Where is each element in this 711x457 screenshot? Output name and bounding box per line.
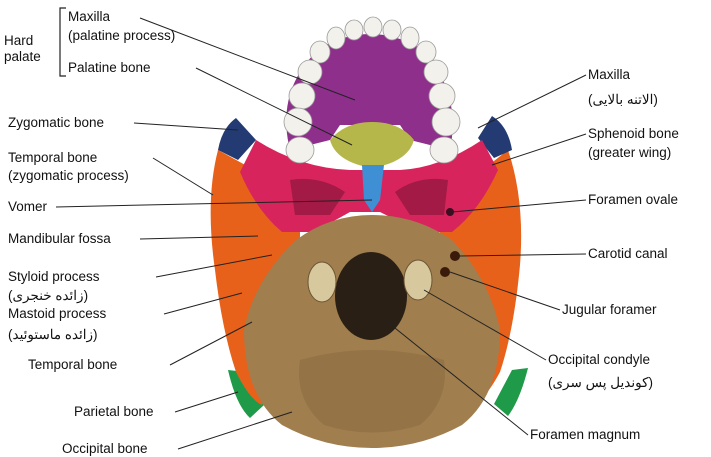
label-maxilla: Maxilla (588, 67, 630, 83)
label-temporal-zygomatic-process: (zygomatic process) (8, 168, 129, 184)
hard-palate-label-line1: Hard (4, 33, 33, 49)
carotid-canal-hole (450, 251, 460, 261)
label-occipital-condyle: Occipital condyle (548, 352, 650, 368)
foramen-magnum (335, 252, 407, 340)
label-foramen-magnum: Foramen magnum (530, 427, 640, 443)
label-temporal-bone: Temporal bone (28, 357, 117, 373)
hard-palate-bracket (60, 8, 66, 76)
occipital-condyle-left (308, 262, 336, 302)
label-vomer: Vomer (8, 199, 47, 215)
jugular-foramen-hole (440, 267, 450, 277)
label-mastoid-process: Mastoid process (8, 306, 106, 322)
occipital-shading (299, 350, 445, 433)
label-palatine-bone: Palatine bone (68, 60, 151, 76)
hard-palate-label-line2: palate (4, 49, 41, 65)
label-mandibular-fossa: Mandibular fossa (8, 231, 111, 247)
label-occipital-bone: Occipital bone (62, 441, 148, 457)
palatine-bone (330, 122, 414, 168)
label-zygomatic-bone: Zygomatic bone (8, 115, 104, 131)
label-temporal-zygomatic: Temporal bone (8, 150, 97, 166)
label-maxilla-palatine-process: (palatine process) (68, 28, 175, 44)
parietal-bone-region-right (494, 368, 528, 416)
label-occipital-condyle-fa: (کوندیل پس سری) (548, 375, 653, 391)
label-maxilla-fa: (الاتنه بالایی) (588, 92, 658, 108)
label-maxilla-palatine: Maxilla (68, 9, 110, 25)
occipital-condyle-right (404, 260, 432, 300)
label-jugular-foramen: Jugular foramer (562, 302, 657, 318)
label-styloid-process-fa: (زائده خنجری) (8, 288, 88, 304)
label-carotid-canal: Carotid canal (588, 246, 668, 262)
label-parietal-bone: Parietal bone (74, 404, 154, 420)
label-foramen-ovale: Foramen ovale (588, 192, 678, 208)
label-sphenoid-greater-wing: (greater wing) (588, 145, 671, 161)
label-sphenoid-bone: Sphenoid bone (588, 126, 679, 142)
label-styloid-process: Styloid process (8, 269, 100, 285)
label-mastoid-process-fa: (زائده ماستوئید) (8, 327, 98, 343)
